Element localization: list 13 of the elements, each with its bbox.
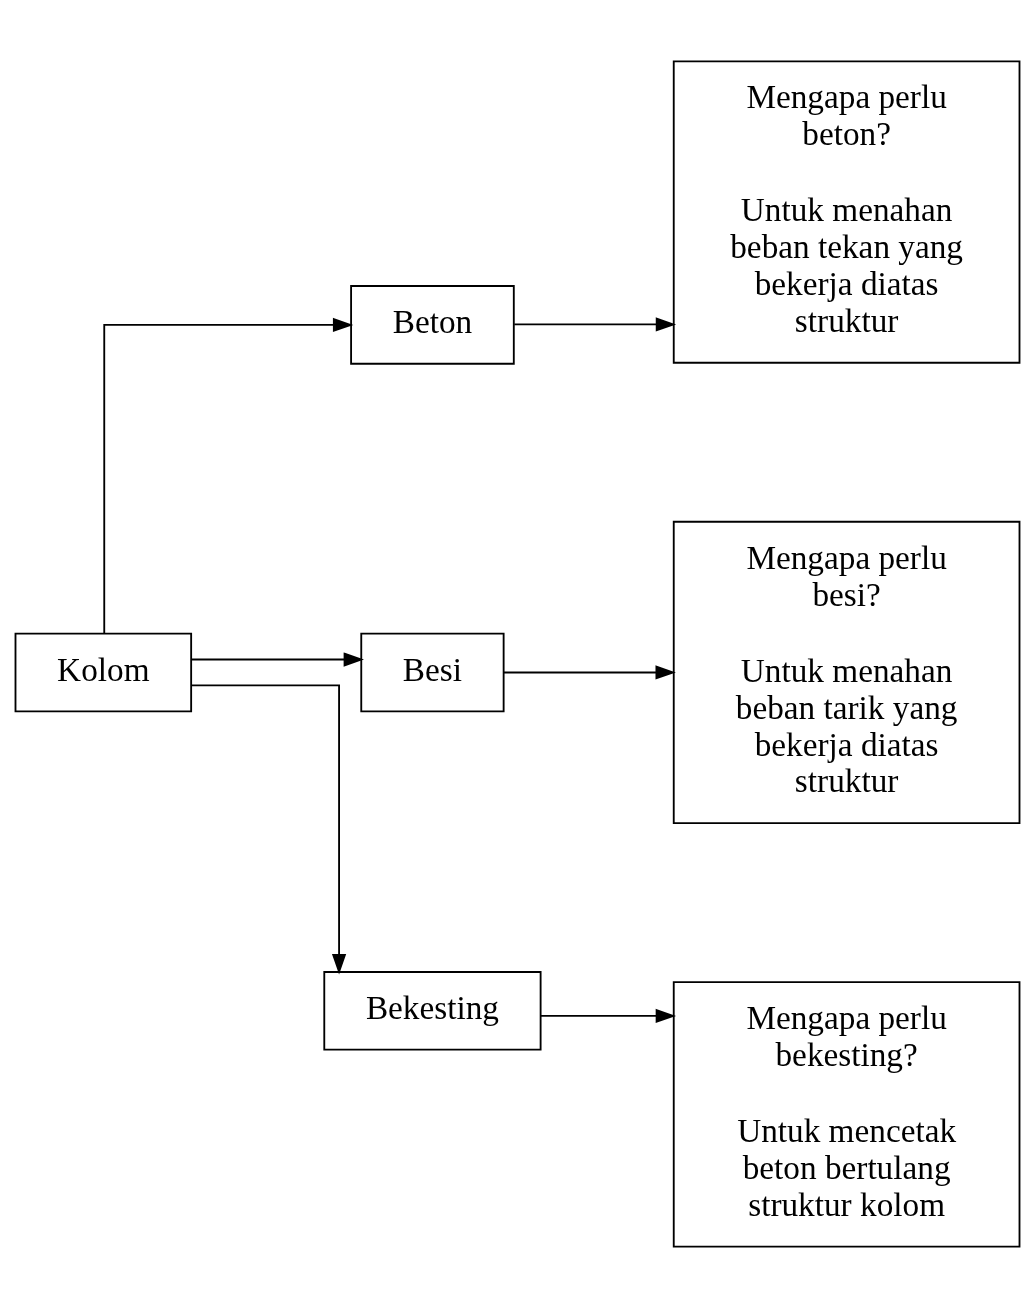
arrow [190, 684, 347, 974]
node-box: Kolom [14, 632, 193, 712]
node-box: Beton [350, 284, 515, 365]
arrow [190, 651, 364, 667]
node-box: Mengapa perlu beton? Untuk menahan beban tekan yang bekerja diatas struktur [672, 59, 1021, 364]
arrow [502, 664, 676, 680]
arrow [539, 1008, 677, 1023]
node-box: Mengapa perlu bekesting? Untuk mencetak beton bertulang struktur kolom [672, 980, 1021, 1248]
node-box: Mengapa perlu besi? Untuk menahan beban tarik yang bekerja diatas struktur [672, 520, 1021, 824]
arrow [513, 316, 677, 332]
arrow [103, 317, 354, 634]
node-box: Bekesting [323, 970, 542, 1051]
node-box: Besi [360, 632, 505, 712]
